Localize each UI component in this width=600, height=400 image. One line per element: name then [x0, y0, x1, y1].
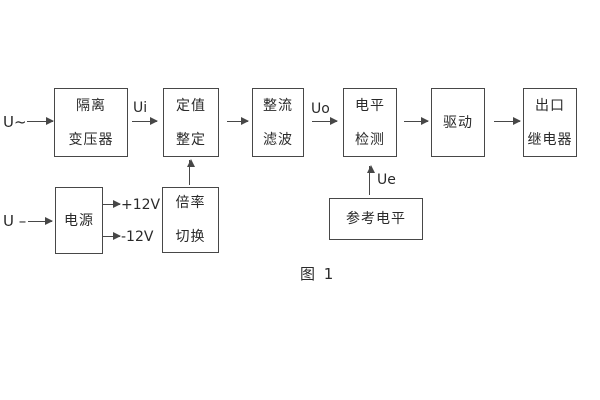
signal-label-plus12v: +12V — [121, 197, 161, 213]
signal-label-ue: Ue — [377, 172, 396, 188]
block-label-line: 隔离 — [76, 97, 106, 114]
block-setting-adjust: 定值 整定 — [163, 88, 219, 157]
block-level-detect: 电平 检测 — [343, 88, 397, 157]
block-drive: 驱动 — [431, 88, 485, 157]
input-label-ac: U~ — [3, 113, 27, 131]
block-label-line: 定值 — [176, 97, 206, 114]
arrow-drive-to-output-relay — [494, 117, 521, 126]
signal-label-minus12v: -12V — [121, 229, 154, 245]
arrow-level-detect-to-drive — [404, 117, 429, 126]
signal-label-ui: Ui — [133, 100, 148, 116]
block-rectify-filter: 整流 滤波 — [252, 88, 304, 157]
block-label-line: 电源 — [64, 212, 94, 229]
block-label-line: 电平 — [355, 97, 385, 114]
block-label-line: 继电器 — [527, 131, 573, 148]
block-ratio-switch: 倍率 切换 — [162, 187, 219, 253]
block-label-line: 整定 — [176, 131, 206, 148]
arrow-power-to-plus12v — [103, 200, 121, 209]
figure-caption: 图 1 — [300, 265, 336, 283]
block-label-line: 整流 — [263, 97, 293, 114]
arrow-power-to-minus12v — [103, 232, 121, 241]
arrow-ue-reference-to-level-detect — [366, 165, 375, 195]
arrow-uo-rectify-to-level-detect — [312, 117, 338, 126]
block-label-line: 滤波 — [263, 131, 293, 148]
block-isolation-transformer: 隔离 变压器 — [54, 88, 128, 157]
block-label-line: 驱动 — [443, 114, 473, 131]
block-label-line: 出口 — [535, 97, 565, 114]
block-label-line: 检测 — [355, 131, 385, 148]
arrow-ratio-switch-to-setting — [186, 159, 195, 185]
arrow-setting-to-rectify — [227, 117, 249, 126]
block-label-line: 参考电平 — [346, 211, 406, 227]
block-output-relay: 出口 继电器 — [523, 88, 577, 157]
arrow-ac-input-to-isolation-transformer — [27, 117, 54, 126]
block-label-line: 倍率 — [175, 195, 206, 211]
block-label-line: 变压器 — [68, 131, 114, 148]
block-power-supply: 电源 — [55, 187, 103, 254]
block-reference-level: 参考电平 — [329, 198, 423, 240]
block-label-line: 切换 — [175, 229, 206, 245]
arrow-ui-isolation-to-setting — [132, 117, 158, 126]
signal-label-uo: Uo — [311, 101, 330, 117]
arrow-dc-input-to-power-supply — [28, 217, 53, 226]
input-label-dc: U – — [3, 212, 27, 230]
